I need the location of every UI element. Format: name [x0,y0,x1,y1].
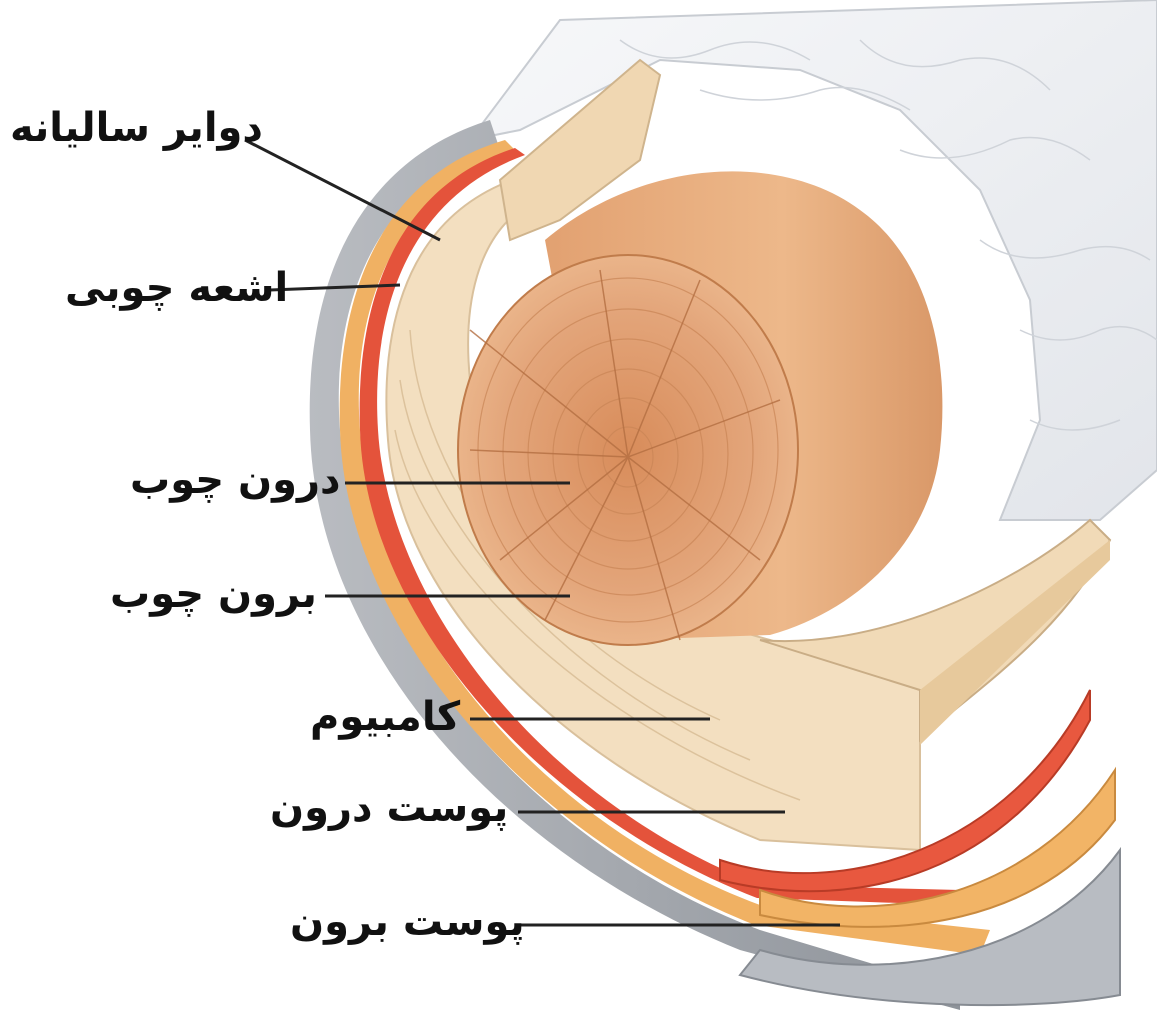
label-outer-bark: پوست برون [290,902,525,942]
label-cambium: کامبیوم [310,697,460,737]
heartwood-face [458,255,798,645]
label-heartwood: درون چوب [130,460,341,500]
label-inner-bark: پوست درون [270,788,508,828]
label-annual-rings: دوایر سالیانه [10,108,263,148]
label-sapwood: برون چوب [110,574,317,614]
label-wood-rays: اشعه چوبی [65,268,288,308]
